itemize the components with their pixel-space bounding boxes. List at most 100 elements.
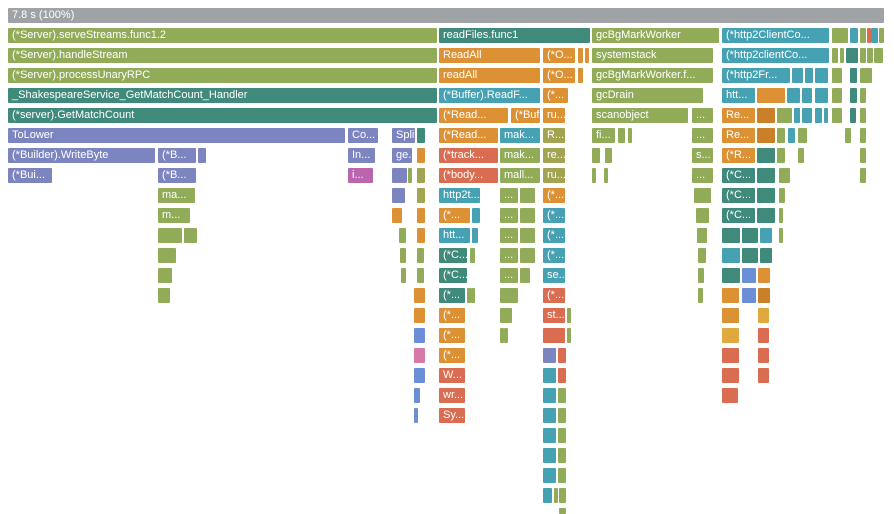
- frame-block[interactable]: [392, 188, 405, 203]
- frame-block[interactable]: [779, 228, 783, 243]
- frame-block[interactable]: [578, 68, 583, 83]
- frame-block[interactable]: [850, 108, 856, 123]
- frame-mak[interactable]: mak...: [500, 148, 540, 163]
- frame-block[interactable]: [757, 168, 775, 183]
- frame-block[interactable]: [832, 68, 842, 83]
- frame-block[interactable]: [792, 68, 803, 83]
- frame-block[interactable]: [696, 208, 709, 223]
- frame-block[interactable]: [158, 268, 172, 283]
- frame-block[interactable]: [559, 508, 566, 514]
- frame-block[interactable]: ...: [500, 208, 518, 223]
- frame-block[interactable]: [558, 368, 566, 383]
- frame-http2clientco[interactable]: (*http2ClientCo...: [722, 28, 829, 43]
- frame-block[interactable]: [414, 388, 420, 403]
- frame-block[interactable]: [417, 268, 424, 283]
- frame-block[interactable]: [860, 168, 866, 183]
- frame-wr[interactable]: wr...: [439, 388, 465, 403]
- frame-builder-writebyte[interactable]: (*Builder).WriteByte: [8, 148, 155, 163]
- frame-block[interactable]: [414, 308, 425, 323]
- frame-block[interactable]: [470, 248, 475, 263]
- frame-block[interactable]: [757, 188, 775, 203]
- frame-b[interactable]: (*B...: [158, 168, 196, 183]
- frame-block[interactable]: [618, 128, 625, 143]
- frame-block[interactable]: [845, 128, 851, 143]
- frame-block[interactable]: [543, 468, 556, 483]
- frame-block[interactable]: [417, 188, 425, 203]
- frame-block[interactable]: [471, 288, 475, 303]
- frame-re[interactable]: re...: [543, 148, 565, 163]
- frame-block[interactable]: [520, 268, 530, 283]
- frame-block[interactable]: [722, 348, 739, 363]
- frame-block[interactable]: [860, 128, 866, 143]
- frame-ma[interactable]: ma...: [158, 188, 195, 203]
- frame-block[interactable]: [779, 168, 790, 183]
- frame-block[interactable]: [832, 108, 842, 123]
- frame-co[interactable]: Co...: [348, 128, 378, 143]
- frame-block[interactable]: [757, 148, 775, 163]
- frame-block[interactable]: [500, 328, 504, 343]
- frame-block[interactable]: [414, 368, 425, 383]
- frame-block[interactable]: [757, 108, 775, 123]
- frame-block[interactable]: [559, 488, 566, 503]
- frame-block[interactable]: (*...: [543, 288, 565, 303]
- frame-block[interactable]: [788, 128, 795, 143]
- frame-block[interactable]: [543, 488, 552, 503]
- frame-block[interactable]: [414, 328, 425, 343]
- frame-block[interactable]: [758, 268, 770, 283]
- frame-block[interactable]: [543, 408, 556, 423]
- frame-block[interactable]: [722, 248, 740, 263]
- frame-block[interactable]: ...: [692, 128, 713, 143]
- frame-block[interactable]: ...: [500, 228, 518, 243]
- frame-block[interactable]: [417, 128, 425, 143]
- frame-block[interactable]: [722, 308, 739, 323]
- frame-ge[interactable]: ge...: [392, 148, 412, 163]
- frame-s[interactable]: s...: [692, 148, 713, 163]
- frame-block[interactable]: [592, 148, 600, 163]
- frame-block[interactable]: [802, 108, 812, 123]
- frame-server-handlestream[interactable]: (*Server).handleStream: [8, 48, 437, 63]
- frame-block[interactable]: [867, 28, 871, 43]
- frame-block[interactable]: [520, 188, 535, 203]
- frame-block[interactable]: [401, 268, 406, 283]
- frame-block[interactable]: [722, 328, 739, 343]
- frame-block[interactable]: [850, 88, 857, 103]
- frame-block[interactable]: [815, 68, 828, 83]
- frame-block[interactable]: [472, 228, 478, 243]
- frame-block[interactable]: [697, 228, 707, 243]
- frame-block[interactable]: [758, 308, 769, 323]
- frame-block[interactable]: [543, 448, 556, 463]
- frame-htt[interactable]: htt...: [722, 88, 755, 103]
- frame-block[interactable]: [578, 48, 583, 63]
- frame-block[interactable]: ...: [692, 168, 713, 183]
- frame-block[interactable]: [742, 228, 758, 243]
- frame-block[interactable]: [543, 368, 556, 383]
- frame-block[interactable]: [472, 208, 480, 223]
- frame-block[interactable]: [417, 168, 425, 183]
- frame-block[interactable]: [592, 168, 596, 183]
- frame-readall[interactable]: ReadAll: [439, 48, 540, 63]
- frame-block[interactable]: [558, 348, 566, 363]
- frame-block[interactable]: [567, 308, 571, 323]
- frame-block[interactable]: [794, 108, 800, 123]
- frame-bui[interactable]: (*Bui...: [8, 168, 52, 183]
- frame-block[interactable]: [558, 388, 566, 403]
- frame-block[interactable]: [500, 288, 518, 303]
- frame-block[interactable]: ...: [500, 188, 518, 203]
- frame-block[interactable]: [757, 128, 775, 143]
- frame-block[interactable]: (*...: [543, 208, 565, 223]
- frame-block[interactable]: (*...: [543, 248, 565, 263]
- frame-st[interactable]: st...: [543, 308, 565, 323]
- frame-block[interactable]: [787, 88, 800, 103]
- frame-block[interactable]: ...: [692, 108, 713, 123]
- frame-block[interactable]: [698, 268, 704, 283]
- frame-block[interactable]: (*...: [439, 208, 470, 223]
- frame-block[interactable]: [742, 288, 756, 303]
- frame-block[interactable]: [417, 148, 425, 163]
- frame-block[interactable]: [832, 88, 842, 103]
- frame-systemstack[interactable]: systemstack: [592, 48, 713, 63]
- frame-block[interactable]: [874, 48, 883, 63]
- frame-block[interactable]: [846, 48, 858, 63]
- frame-c[interactable]: (*C...: [439, 248, 467, 263]
- frame-gcbgmarkworker[interactable]: gcBgMarkWorker: [592, 28, 719, 43]
- frame-block[interactable]: [698, 248, 706, 263]
